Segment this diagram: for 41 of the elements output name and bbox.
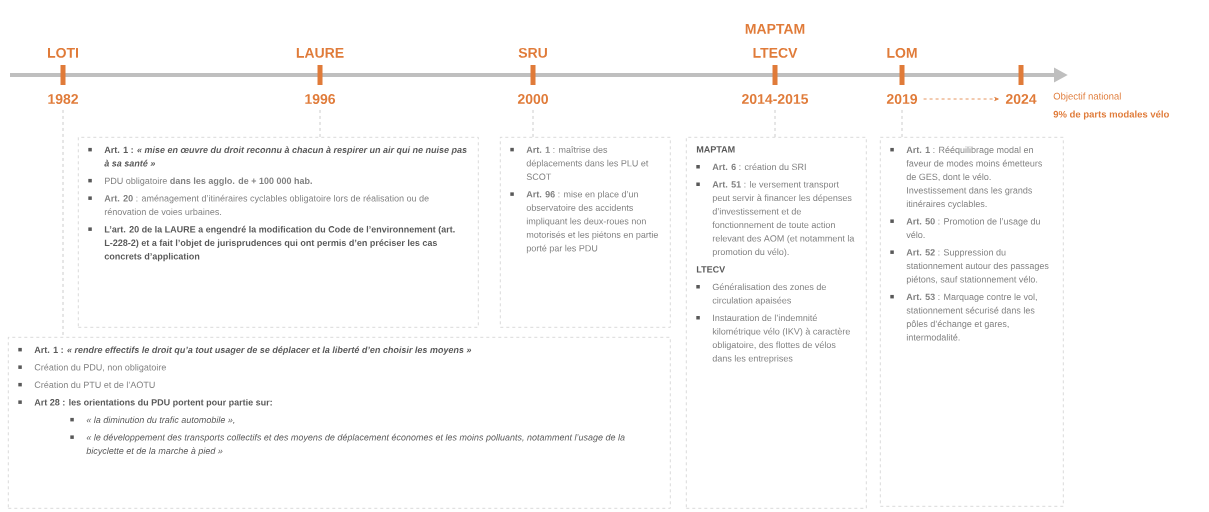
arrow xyxy=(923,97,999,101)
year-label: 2000 xyxy=(517,94,548,104)
section-heading: MAPTAM xyxy=(696,146,735,153)
section-heading: LTECV xyxy=(696,266,726,273)
year-label: 2014-2015 xyxy=(742,94,809,104)
list-item: Création du PDU, non obligatoire xyxy=(18,363,166,373)
list-item: « la diminution du trafic automobile », xyxy=(70,416,235,425)
list-item: Art. 53 : Marquage contre le vol, stationnement sécurisé dans les pôles d’échange et gares, intermodalité. xyxy=(890,293,1037,341)
goal-note: 9% de parts modales vélo xyxy=(1053,110,1169,120)
list-item: Art. 1 : « mise en œuvre du droit reconnu à chacun à respirer un air qui ne nuise pas à sa santé » xyxy=(88,146,467,167)
year-label: 1996 xyxy=(305,94,336,104)
list-item: L’art. 20 de la LAURE a engendré la modification du Code de l’environnement (art. L-228-2) et a fait l’objet de jurisprudences qui ont permis d’en préciser les cas concrets d’application xyxy=(88,225,455,262)
year-label: 2024 xyxy=(1005,94,1037,104)
text-box xyxy=(880,137,1064,507)
list-item: Art. 1 : « rendre effectifs le droit qu’a tout usager de se déplacer et la liberté d’en choisir les moyens » xyxy=(18,346,472,355)
list-item: Art. 50 : Promotion de l’usage du vélo. xyxy=(890,217,1040,238)
list-item: Création du PTU et de l’AOTU xyxy=(18,381,155,388)
list-item: Généralisation des zones de circulation apaisées xyxy=(696,283,826,306)
law-name: SRU xyxy=(518,47,547,58)
list-item: Art. 20 : aménagement d’itinéraires cyclables obligatoire lors de réalisation ou de rénovation de voies urbaines. xyxy=(88,194,429,215)
list-item: Art. 96 : mise en place d’un observatoire des accidents impliquant les deux-roues non motorisés et les piétons en partie porté par les PDU xyxy=(510,190,658,254)
list-item: Art. 1 : Rééquilibrage modal en faveur de modes moins émetteurs de GES, dont le vélo. Investissement dans les grands itinéraires cyclables. xyxy=(890,146,1043,209)
law-name: LOM xyxy=(887,47,917,58)
text-box xyxy=(686,137,867,509)
law-name: LOTI xyxy=(48,47,78,58)
list-item: Art. 52 : Suppression du stationnement autour des passages piétons, sauf stationnement vélo. xyxy=(890,248,1049,285)
list-item: « le développement des transports collectifs et des moyens de déplacement économes et les moins polluants, notamment l’usage de la bicyclette et de la marche à pied » xyxy=(70,433,625,456)
text-box xyxy=(500,137,671,328)
goal-note: Objectif national xyxy=(1053,92,1121,102)
text-box xyxy=(78,137,479,328)
list-item: Instauration de l’indemnité kilométrique vélo (IKV) à caractère obligatoire, des flottes de vélos dans les entreprises xyxy=(696,314,850,364)
list-item: Art. 1 : maîtrise des déplacements dans les PLU et SCOT xyxy=(510,146,649,180)
year-label: 2019 xyxy=(886,94,918,104)
list-item: Art. 51 : le versement transport peut servir à financer les dépenses d’investissement et de fonctionnement de toute action relevant des AOM (et notamment la promotion du vélo). xyxy=(696,180,855,257)
list-item: Art 28 : les orientations du PDU portent pour partie sur: xyxy=(18,398,272,408)
text-box xyxy=(8,337,671,509)
law-name: LAURE xyxy=(296,48,344,58)
year-label: 1982 xyxy=(48,94,78,104)
list-item: Art. 6 : création du SRI xyxy=(696,163,806,171)
list-item: PDU obligatoire dans les agglo. de + 100 000 hab. xyxy=(88,177,312,186)
law-name: MAPTAM LTECV xyxy=(745,24,805,58)
